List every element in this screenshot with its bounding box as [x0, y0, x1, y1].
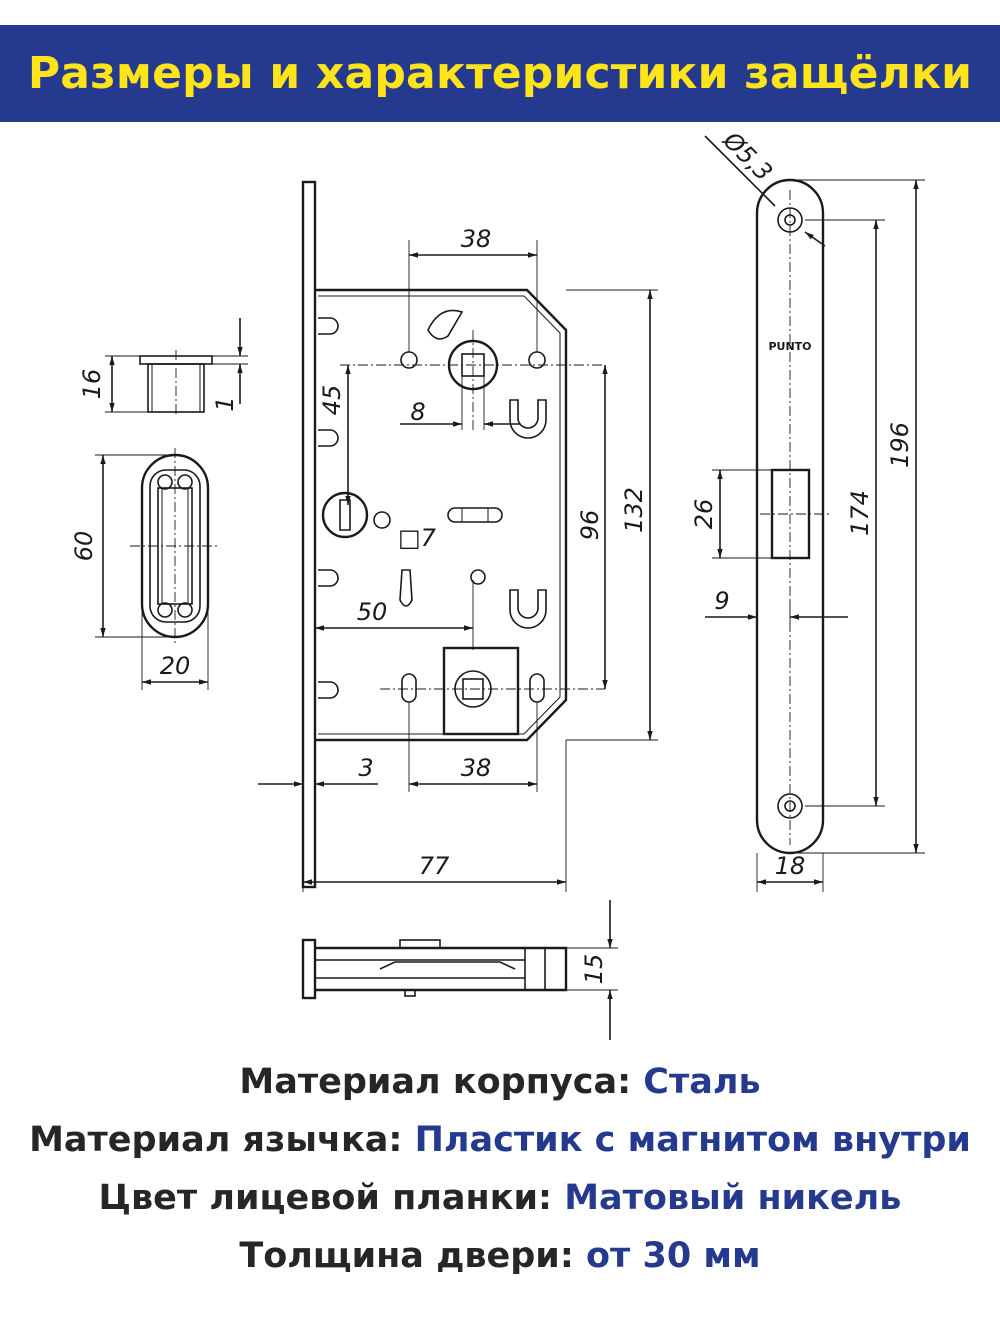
spec-label: Материал корпуса: — [239, 1062, 632, 1102]
faceplate-view — [704, 135, 925, 892]
dim-face-thickness: 3 — [358, 754, 373, 782]
dim-strike-lip: 1 — [211, 396, 239, 411]
dim-strike-height: 60 — [70, 531, 98, 562]
brand-label: PUNTO — [768, 340, 811, 353]
dim-faceplate-height: 196 — [886, 422, 914, 468]
lock-body-top-view — [301, 900, 618, 1040]
dim-body-depth: 77 — [419, 852, 450, 880]
dim-privacy-square: □7 — [398, 524, 437, 552]
lock-body-view — [258, 180, 658, 892]
dim-body-height: 132 — [620, 487, 648, 533]
title-banner: Размеры и характеристики защёлки — [0, 25, 1000, 122]
spec-value: Пластик с магнитом внутри — [414, 1120, 971, 1160]
dim-faceplate-holes: 174 — [846, 490, 874, 536]
strike-front-view — [95, 448, 218, 690]
strike-side-view — [105, 318, 248, 416]
spec-label: Толщина двери: — [239, 1236, 574, 1276]
dim-body-thickness: 15 — [580, 954, 608, 985]
dim-strike-depth: 16 — [78, 369, 106, 400]
dim-backset: 50 — [357, 598, 388, 626]
dim-bottom-holes: 38 — [461, 754, 492, 782]
dim-faceplate-width: 18 — [775, 852, 806, 880]
dim-hole-spacing: 96 — [576, 510, 604, 541]
spec-label: Цвет лицевой планки: — [98, 1178, 552, 1218]
dim-strike-width: 20 — [160, 652, 191, 680]
page-title: Размеры и характеристики защёлки — [27, 48, 973, 99]
spec-value: Сталь — [643, 1062, 761, 1102]
spec-door-thickness: Толщина двери: от 30 мм — [0, 1236, 1000, 1276]
dim-latch-offset: 9 — [714, 587, 729, 615]
spec-latch-material: Материал язычка: Пластик с магнитом внут… — [0, 1120, 1000, 1160]
dim-spindle-privacy: 45 — [318, 385, 346, 416]
spec-body-material: Материал корпуса: Сталь — [0, 1062, 1000, 1102]
spec-value: Матовый никель — [564, 1178, 902, 1218]
dim-latch-height: 26 — [690, 499, 718, 530]
spec-faceplate-color: Цвет лицевой планки: Матовый никель — [0, 1178, 1000, 1218]
dim-top-holes: 38 — [461, 225, 492, 253]
spec-value: от 30 мм — [586, 1236, 761, 1276]
dim-spindle-square: 8 — [410, 398, 425, 426]
spec-label: Материал язычка: — [29, 1120, 403, 1160]
